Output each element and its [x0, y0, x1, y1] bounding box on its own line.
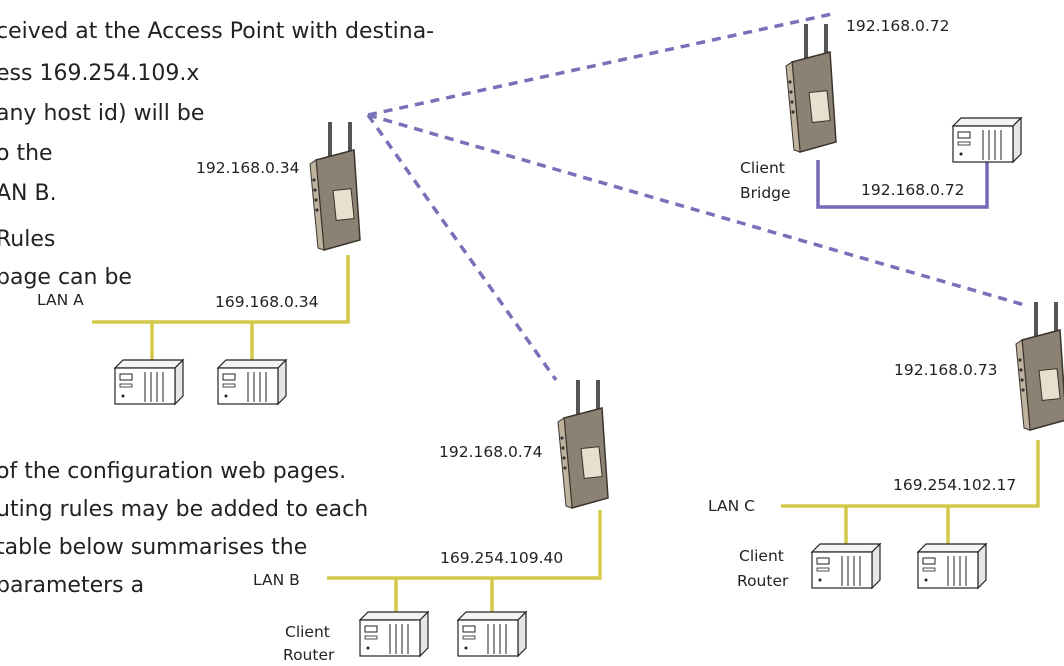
text-line: ess 169.254.109.x: [0, 61, 199, 86]
client-router-b-label-2: Router: [283, 646, 335, 664]
bridge-cable: [816, 160, 989, 209]
ap-bottom-lan-ip: 169.254.109.40: [440, 549, 563, 567]
lan-a: LAN A 169.168.0.34: [37, 255, 350, 405]
plc-device-icon: [359, 611, 429, 657]
text-line: uting rules may be added to each: [0, 497, 368, 522]
text-line: Rules: [0, 227, 55, 252]
lan-c-label: LAN C: [708, 497, 755, 515]
access-point-right: 192.168.0.73: [894, 301, 1064, 431]
lan-c-cable: [781, 440, 1040, 508]
text-line: any host id) will be: [0, 101, 204, 126]
text-line: page can be: [0, 265, 132, 290]
plc-device-icon: [811, 543, 881, 589]
ap-left-wireless-ip: 192.168.0.34: [196, 159, 300, 177]
ap-bottom-wireless-ip: 192.168.0.74: [439, 443, 543, 461]
bridge-lan-ip: 192.168.0.72: [861, 181, 965, 199]
client-router-c-label-2: Router: [737, 572, 789, 590]
plc-device-icon: [917, 543, 987, 589]
text-line: AN B.: [0, 181, 57, 206]
wireless-router-icon: [785, 23, 837, 153]
client-bridge-label-2: Bridge: [740, 184, 791, 202]
plc-device-icon: [457, 611, 527, 657]
wireless-link-to-bridge: [367, 12, 833, 117]
lan-b-cable: [327, 510, 602, 580]
wireless-links: [366, 12, 1029, 382]
access-point-left: 192.168.0.34: [196, 121, 361, 251]
access-point-top-right: 192.168.0.72 192.168.0.72 Client Bridge: [740, 17, 1022, 209]
ap-right-wireless-ip: 192.168.0.73: [894, 361, 998, 379]
lan-b-label: LAN B: [253, 571, 300, 589]
text-line: o the: [0, 141, 53, 166]
wireless-link-to-ap-b: [366, 113, 558, 382]
plc-device-icon: [952, 117, 1022, 163]
ap-right-lan-ip: 169.254.102.17: [893, 476, 1016, 494]
wireless-router-icon: [309, 121, 361, 251]
text-line: table below summarises the: [0, 535, 307, 560]
text-line: of the configuration web pages.: [0, 459, 346, 484]
text-line: parameters a: [0, 573, 144, 598]
plc-device-icon: [114, 359, 184, 405]
wireless-router-icon: [557, 379, 609, 509]
text-line: ceived at the Access Point with destina-: [0, 19, 434, 44]
wireless-router-icon: [1015, 301, 1064, 431]
paragraph-text: ceived at the Access Point with destina-…: [0, 19, 434, 598]
client-router-b-label-1: Client: [285, 623, 330, 641]
plc-device-icon: [217, 359, 287, 405]
lan-b: LAN B 169.254.109.40 Client Router: [253, 510, 602, 664]
lan-a-label: LAN A: [37, 291, 84, 309]
ap-top-right-wireless-ip: 192.168.0.72: [846, 17, 950, 35]
lan-a-cable: [92, 255, 350, 324]
access-point-bottom: 192.168.0.74: [439, 379, 609, 509]
ap-left-lan-ip: 169.168.0.34: [215, 293, 319, 311]
client-bridge-label-1: Client: [740, 159, 785, 177]
wireless-link-to-ap-c: [367, 113, 1029, 308]
client-router-c-label-1: Client: [739, 547, 784, 565]
lan-c: LAN C 169.254.102.17 Client Router: [708, 440, 1040, 590]
